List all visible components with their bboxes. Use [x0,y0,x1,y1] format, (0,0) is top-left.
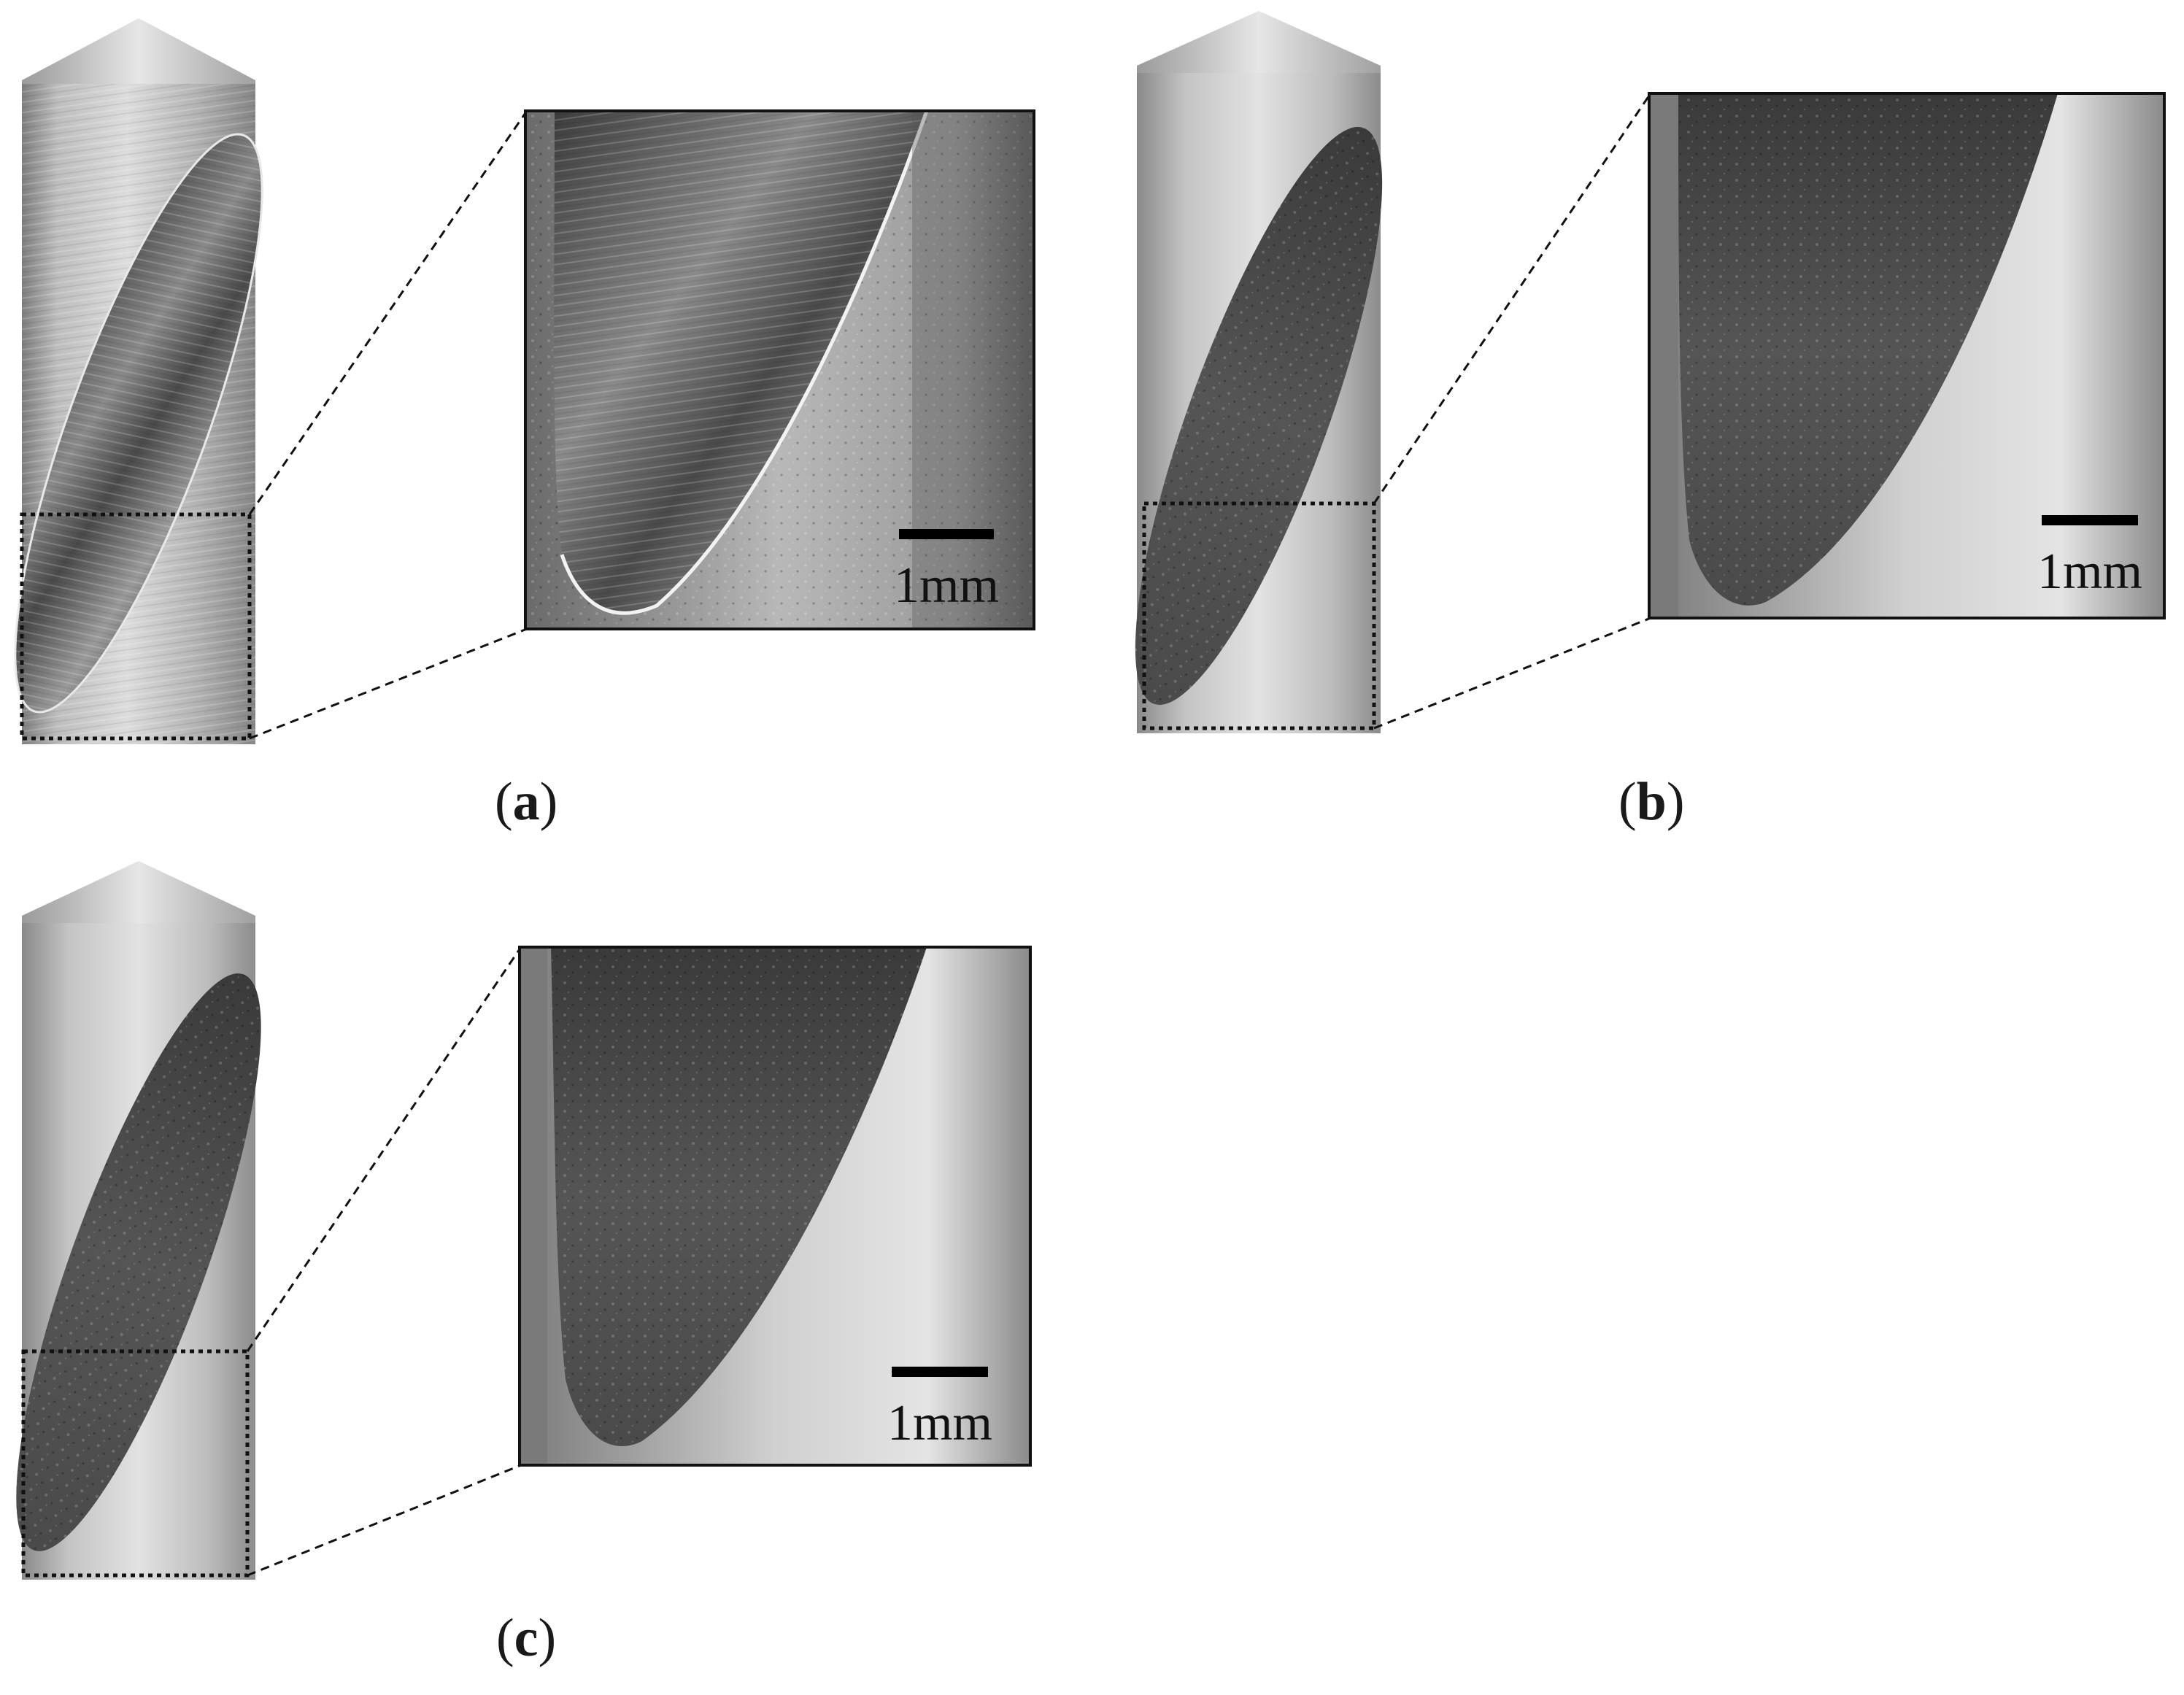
panel-c: 1mm [16,861,1032,1580]
zoom-inset-a-frame [524,109,1035,630]
scale-label-b: 1mm [2037,544,2142,600]
panel-b: 1mm [1135,11,2166,733]
roi-box-b [1142,501,1376,730]
label-b-letter: b [1636,772,1667,832]
panel-label-a: (a) [495,775,557,829]
zoom-connector-b-top [1373,93,1652,504]
scale-label-c: 1mm [887,1395,992,1451]
label-b-open: ( [1618,772,1637,832]
panel-label-c: (c) [496,1611,556,1665]
zoom-inset-c [520,947,1030,1465]
label-c-letter: c [514,1608,539,1668]
zoom-inset-b-frame [1648,92,2166,619]
rod-c-photo [16,861,261,1580]
zoom-connector-c-top [246,946,522,1352]
label-c-open: ( [496,1608,514,1668]
rod-b-photo [1135,11,1383,733]
label-a-close: ) [539,772,558,832]
zoom-connector-c-bottom [247,1464,522,1577]
label-a-open: ( [495,772,513,832]
rod-a-photo [14,18,263,744]
scale-bar-b [2042,515,2138,525]
panel-a: 1mm [14,18,1035,744]
zoom-connector-a-bottom [249,628,528,740]
label-c-close: ) [538,1608,557,1668]
zoom-inset-c-frame [518,946,1032,1467]
scale-bar-c [892,1367,988,1377]
zoom-inset-b [1649,93,2164,618]
roi-box-c [21,1349,250,1578]
zoom-connector-b-bottom [1373,617,1651,730]
label-a-letter: a [512,772,540,832]
scale-bar-a [899,529,994,539]
zoom-connector-a-top [248,110,528,515]
roi-box-a [20,512,252,741]
zoom-inset-a [525,111,1034,629]
label-b-close: ) [1666,772,1685,832]
panel-label-b: (b) [1618,775,1684,829]
scale-label-a: 1mm [894,557,999,614]
